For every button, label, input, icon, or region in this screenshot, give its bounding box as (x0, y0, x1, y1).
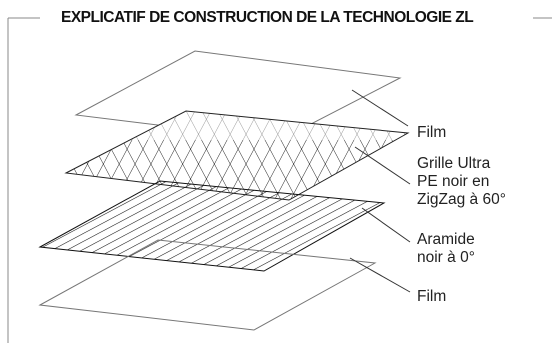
label-line: Grille Ultra (417, 155, 491, 172)
label-line: ZigZag à 60° (417, 191, 506, 208)
frame-border (7, 17, 552, 343)
label-film-bottom: Film (417, 288, 446, 306)
diagram-title: EXPLICATIF DE CONSTRUCTION DE LA TECHNOL… (59, 9, 533, 27)
aramide-layer (38, 180, 386, 272)
label-line: noir à 0° (417, 249, 475, 266)
label-grille: Grille Ultra PE noir en ZigZag à 60° (417, 155, 506, 209)
label-line: PE noir en (417, 173, 490, 190)
label-film-top: Film (417, 124, 446, 142)
label-line: Film (417, 288, 447, 305)
film-bottom-layer (38, 239, 377, 331)
label-aramide: Aramide noir à 0° (417, 231, 475, 267)
label-line: Aramide (417, 231, 475, 248)
label-line: Film (417, 124, 447, 141)
leader-lines (349, 89, 411, 293)
